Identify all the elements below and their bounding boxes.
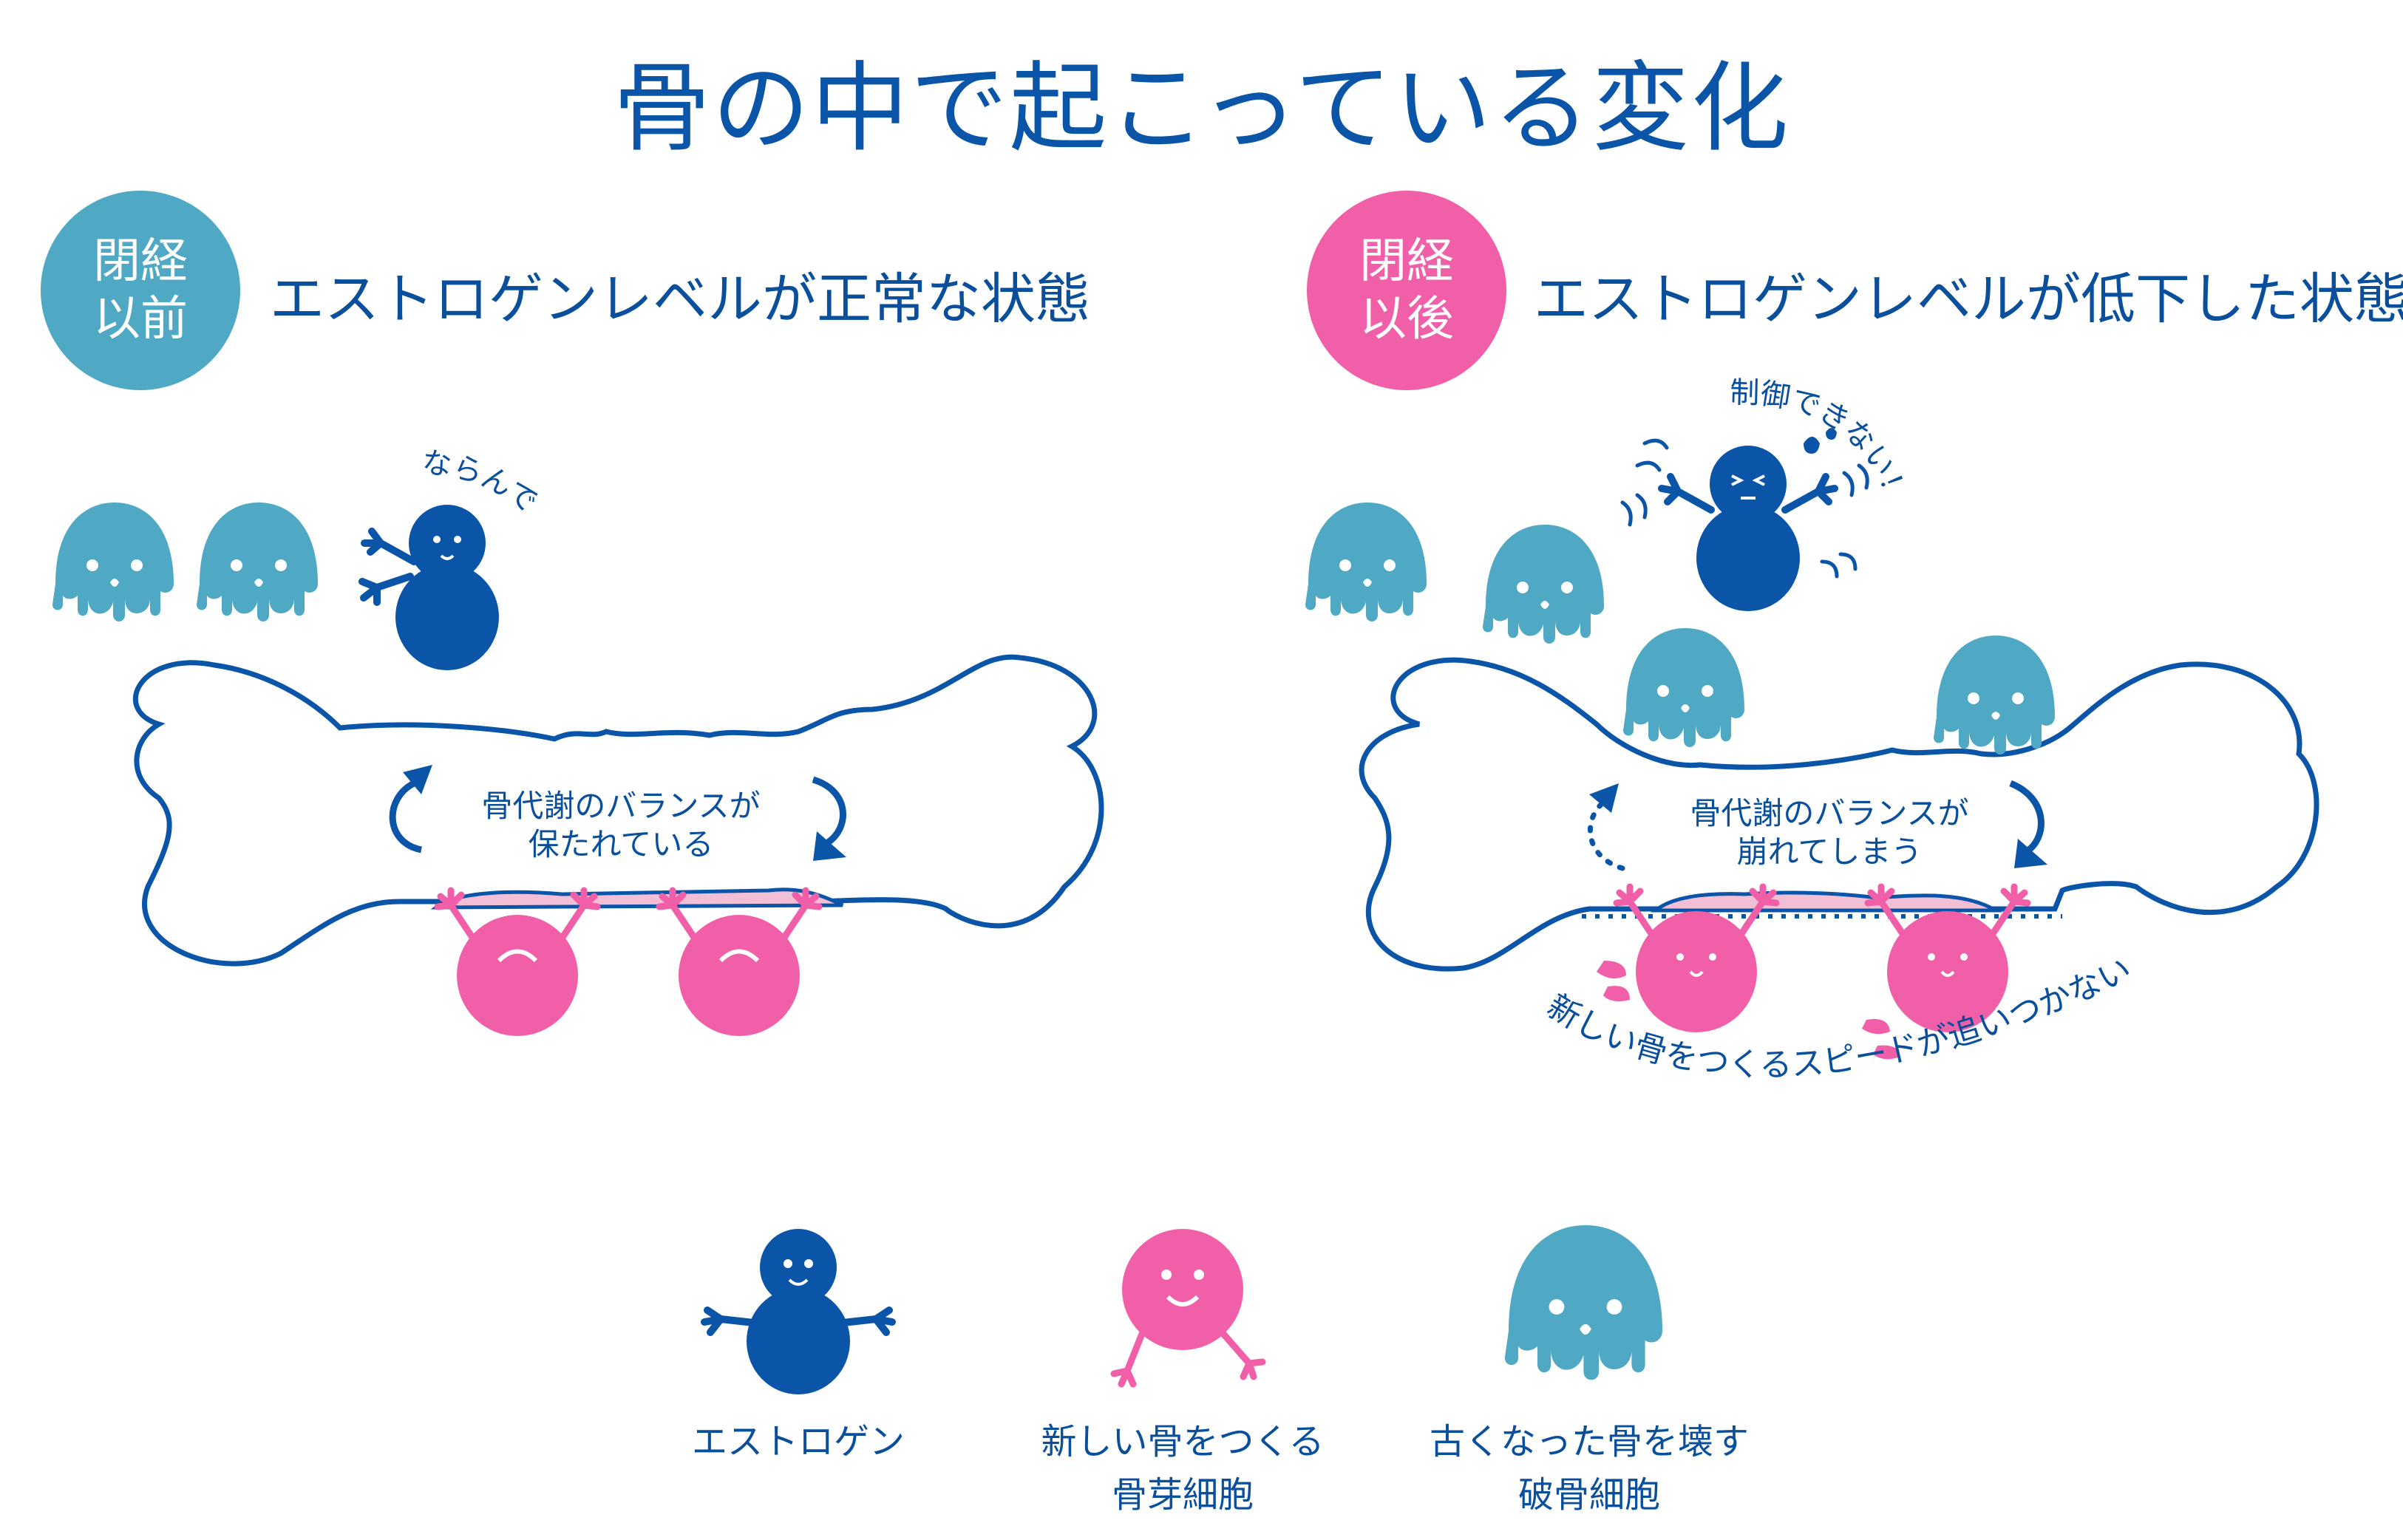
left-arrowhead-up (403, 765, 432, 794)
left-osteoblast-1 (438, 890, 597, 1036)
left-heading: エストロゲンレベルが正常な状態 (270, 268, 1090, 331)
right-osteoclast-3 (1623, 628, 1744, 747)
left-bone-outline (132, 654, 1104, 967)
right-balance-label: 骨代謝のバランスが 崩れてしまう (1674, 794, 1985, 871)
left-osteoblast-2 (659, 890, 819, 1036)
left-arrowhead-down (813, 831, 846, 861)
right-new-bone-layer (1651, 890, 2003, 913)
left-new-bone-layer (430, 887, 844, 910)
legend-osteoblast-label: 新しい骨をつくる 骨芽細胞 (1027, 1415, 1338, 1522)
left-balance-line1: 骨代謝のバランスが (481, 788, 761, 824)
right-balance-line2: 崩れてしまう (1736, 834, 1923, 870)
sweat-drop-icon (1603, 986, 1630, 1001)
right-arrowhead-up (1589, 783, 1619, 813)
legend-osteoclast-label: 古くなった骨を壊す 破骨細胞 (1419, 1415, 1759, 1522)
right-osteoclast-4 (1934, 636, 2055, 754)
legend-osteoclast-line1: 古くなった骨を壊す (1429, 1421, 1749, 1462)
right-badge: 閉経 以後 (1307, 191, 1506, 390)
legend-osteoblast-icon (1110, 1229, 1266, 1388)
right-estrogen-character (1620, 428, 1869, 611)
sweat-drop-icon (1873, 1045, 1900, 1060)
right-badge-line2: 以後 (1359, 292, 1454, 347)
right-osteoblast-2 (1868, 887, 2028, 1032)
legend-estrogen-line1: エストロゲン (691, 1421, 905, 1462)
left-cycle-arrow-up (389, 780, 423, 854)
legend-estrogen-icon (701, 1229, 896, 1394)
left-badge-line1: 閉経 (93, 234, 188, 289)
left-osteoclast-1 (52, 502, 174, 621)
right-heading: エストロゲンレベルが低下した状態 (1534, 268, 2403, 331)
left-badge-line2: 以前 (93, 292, 188, 347)
left-osteoclast-2 (197, 502, 318, 621)
sweat-drop-icon (1597, 961, 1626, 978)
right-arrowhead-down (2014, 839, 2047, 868)
left-badge: 閉経 以前 (41, 191, 240, 390)
left-estrogen-character (358, 505, 499, 670)
sweat-drop-icon (1862, 1019, 1890, 1035)
right-osteoclast-2 (1483, 525, 1604, 644)
right-osteoclast-1 (1305, 502, 1427, 621)
legend-estrogen-label: エストロゲン (650, 1415, 946, 1468)
right-cycle-arrow-down (2009, 780, 2045, 853)
legend-osteoblast-line2: 骨芽細胞 (1111, 1474, 1254, 1516)
left-cycle-arrow-down (812, 776, 846, 845)
right-balance-line1: 骨代謝のバランスが (1690, 795, 1969, 831)
right-bone-outline (1359, 657, 2319, 972)
right-badge-line1: 閉経 (1359, 234, 1454, 289)
legend-osteoblast-line1: 新しい骨をつくる (1041, 1421, 1325, 1462)
right-osteoblast-1 (1617, 887, 1776, 1032)
left-balance-line2: 保たれている (528, 826, 714, 862)
legend-osteoclast-icon (1504, 1225, 1662, 1380)
page-title: 骨の中で起こっている変化 (613, 52, 1790, 166)
left-balance-label: 骨代謝のバランスが 保たれている (473, 787, 769, 864)
legend-osteoclast-line2: 破骨細胞 (1517, 1474, 1660, 1516)
right-cycle-arrow-up-dotted (1587, 799, 1625, 871)
